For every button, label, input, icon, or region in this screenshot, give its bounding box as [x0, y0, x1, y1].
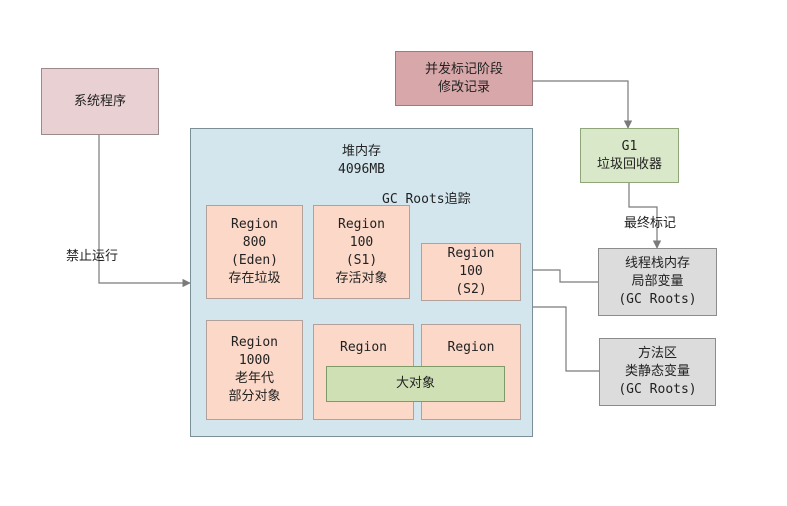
region-eden-line1: Region	[231, 217, 278, 232]
region-large-left-line1: Region	[340, 340, 387, 355]
region-eden-line2: 800	[242, 235, 267, 250]
region-s2: Region 100 (S2)	[421, 243, 521, 301]
concurrent-mark-line2: 修改记录	[437, 79, 490, 95]
heap-title: 堆内存	[341, 144, 381, 159]
method-area-line1: 方法区	[637, 346, 677, 361]
g1-collector-line1: G1	[621, 138, 638, 154]
region-old-line4: 部分对象	[228, 389, 281, 404]
region-s1: Region 100 (S1) 存活对象	[313, 205, 410, 299]
region-eden: Region 800 (Eden) 存在垃圾	[206, 205, 303, 299]
g1-collector-box: G1 垃圾回收器	[580, 128, 679, 183]
thread-stack-line3: (GC Roots)	[618, 292, 697, 307]
arrow-concurrent-mark-to-g1	[533, 80, 633, 129]
arrow-thread-stack-to-s2	[520, 265, 598, 283]
region-s1-line4: 存活对象	[335, 271, 388, 286]
region-old-line1: Region	[231, 335, 278, 350]
region-s1-line2: 100	[349, 235, 374, 250]
large-object-box: 大对象	[326, 366, 505, 402]
region-s1-line1: Region	[338, 217, 385, 232]
region-s2-line1: Region	[447, 246, 495, 261]
arrow-system-to-heap	[98, 135, 191, 288]
system-program-box: 系统程序	[41, 68, 159, 135]
thread-stack-line1: 线程栈内存	[624, 256, 690, 271]
region-old: Region 1000 老年代 部分对象	[206, 320, 303, 420]
thread-stack-line2: 局部变量	[631, 274, 684, 289]
system-program-label: 系统程序	[73, 93, 126, 109]
method-area-box: 方法区 类静态变量 (GC Roots)	[599, 338, 716, 406]
region-eden-line3: (Eden)	[231, 253, 278, 268]
region-old-line3: 老年代	[234, 371, 274, 386]
concurrent-mark-line1: 并发标记阶段	[424, 61, 503, 77]
method-area-line2: 类静态变量	[624, 364, 690, 379]
arrow-g1-to-thread-stack	[628, 183, 662, 249]
region-s2-line3: (S2)	[455, 282, 487, 297]
concurrent-mark-box: 并发标记阶段 修改记录	[395, 51, 533, 106]
region-eden-line4: 存在垃圾	[228, 271, 281, 286]
forbid-run-label: 禁止运行	[66, 249, 119, 264]
final-mark-label: 最终标记	[624, 216, 677, 231]
region-s1-line3: (S1)	[345, 253, 378, 268]
method-area-line3: (GC Roots)	[618, 382, 697, 397]
gc-roots-trace-label: GC Roots追踪	[380, 188, 473, 207]
heap-size: 4096MB	[338, 162, 385, 177]
region-large-right-line1: Region	[447, 340, 495, 355]
large-object-label: 大对象	[395, 376, 435, 391]
region-old-line2: 1000	[238, 353, 271, 368]
thread-stack-box: 线程栈内存 局部变量 (GC Roots)	[598, 248, 717, 316]
region-s2-line2: 100	[459, 264, 483, 279]
g1-collector-line2: 垃圾回收器	[596, 156, 662, 172]
